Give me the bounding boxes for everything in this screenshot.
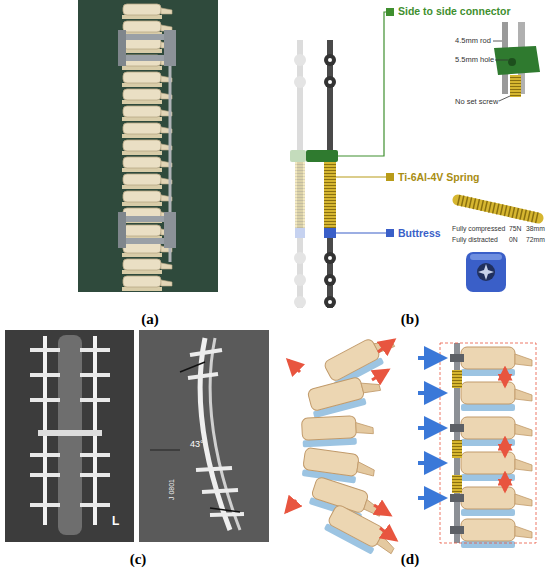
panel-label: (b) [401,312,419,327]
xray-marker: L [112,515,119,527]
spring-spec: 72mm [526,237,545,244]
part-note: No set screw [455,98,498,106]
panel-label: (a) [141,312,159,327]
spring-spec: Fully distracted [452,237,498,244]
angle-label: 43° [190,440,204,449]
part-heading: Ti-6Al-4V Spring [398,172,479,183]
spring-spec: Fully compressed [452,226,505,233]
panel-label: (d) [401,552,419,567]
spring-spec: 75N [509,226,521,233]
xray-note: J 0801 [168,479,175,500]
spring-spec: 0N [509,237,518,244]
part-heading: Side to side connector [398,6,511,17]
part-heading: Buttress [398,228,441,239]
dimension-note: 5.5mm hole [455,56,494,64]
dimension-note: 4.5mm rod [455,37,491,45]
panel-label: (c) [130,552,147,567]
spring-spec: 38mm [526,226,545,233]
